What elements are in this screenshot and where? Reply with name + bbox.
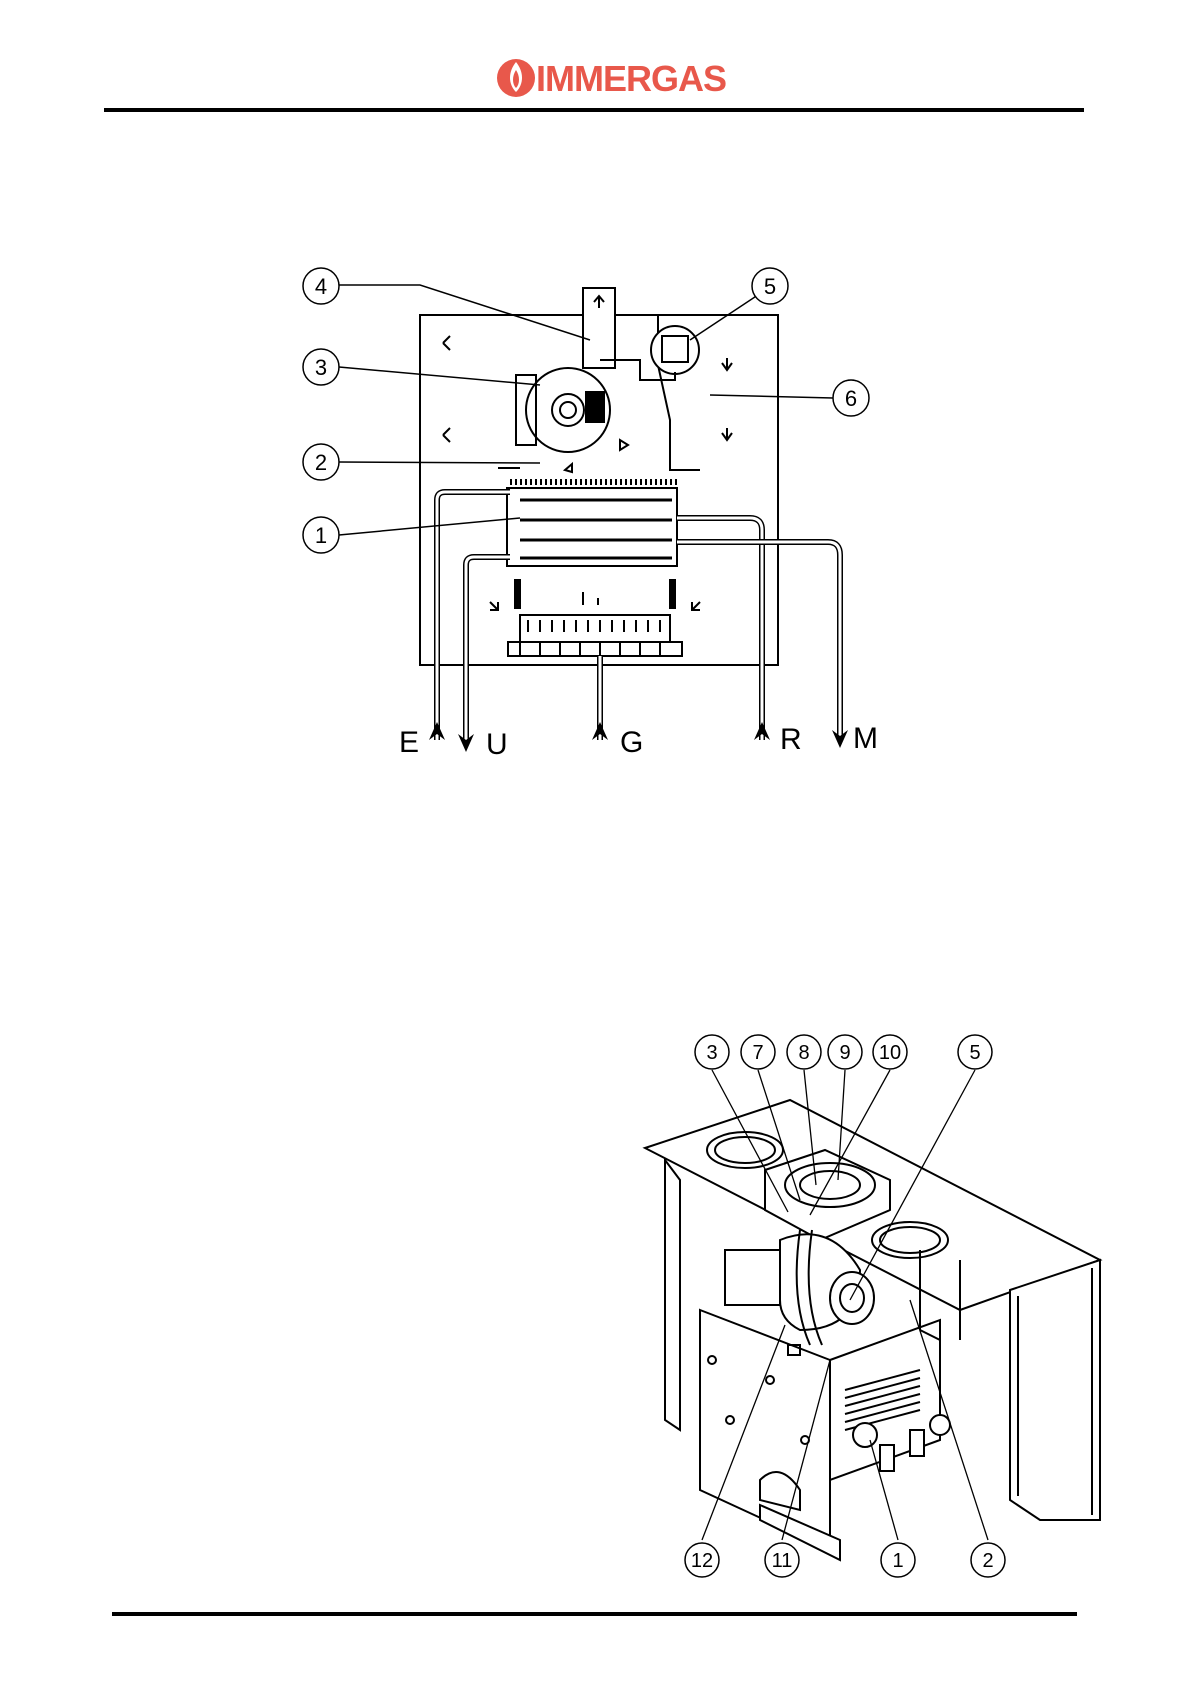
callout-6-label: 6 xyxy=(845,386,857,411)
pressure-switch xyxy=(830,1272,874,1324)
casing-right xyxy=(1010,1260,1100,1520)
iso-callout-2-label: 2 xyxy=(982,1550,993,1572)
brand-name: IMMERGAS xyxy=(536,58,726,100)
callout-4-label: 4 xyxy=(315,274,327,299)
iso-callout-3-label: 3 xyxy=(706,1042,717,1064)
iso-callout-5-label: 5 xyxy=(969,1042,980,1064)
flow-label-m: M xyxy=(853,722,878,755)
iso-callout-8-label: 8 xyxy=(798,1042,809,1064)
fan-motor xyxy=(725,1250,780,1305)
footer-rule xyxy=(112,1612,1077,1616)
header-rule xyxy=(104,108,1084,112)
pipe-e xyxy=(437,492,510,740)
iso-callout-11-label: 11 xyxy=(772,1550,793,1572)
callout-5-label: 5 xyxy=(764,274,776,299)
iso-callout-12-label: 12 xyxy=(691,1550,713,1572)
pipe-m xyxy=(677,542,840,740)
boiler-isometric: 3 7 8 9 10 5 12 11 1 2 xyxy=(630,1020,1110,1590)
pipe-u xyxy=(466,557,510,740)
boiler-schematic: 1 2 3 4 5 6 E U G R M xyxy=(290,265,900,770)
iso-callout-9-label: 9 xyxy=(839,1042,850,1064)
iso-callout-1-label: 1 xyxy=(892,1550,903,1572)
flow-label-g: G xyxy=(620,726,643,759)
flow-label-u: U xyxy=(486,728,508,761)
flow-label-r: R xyxy=(780,723,802,756)
pipe-r xyxy=(677,518,762,740)
flame-logo-icon xyxy=(494,54,538,98)
iso-callout-10-label: 10 xyxy=(879,1042,901,1064)
callout-3-label: 3 xyxy=(315,355,327,380)
pressure-switch xyxy=(651,326,699,374)
flow-label-e: E xyxy=(399,726,419,759)
callout-1-label: 1 xyxy=(315,523,327,548)
iso-callout-7-label: 7 xyxy=(752,1042,763,1064)
callout-2-label: 2 xyxy=(315,450,327,475)
